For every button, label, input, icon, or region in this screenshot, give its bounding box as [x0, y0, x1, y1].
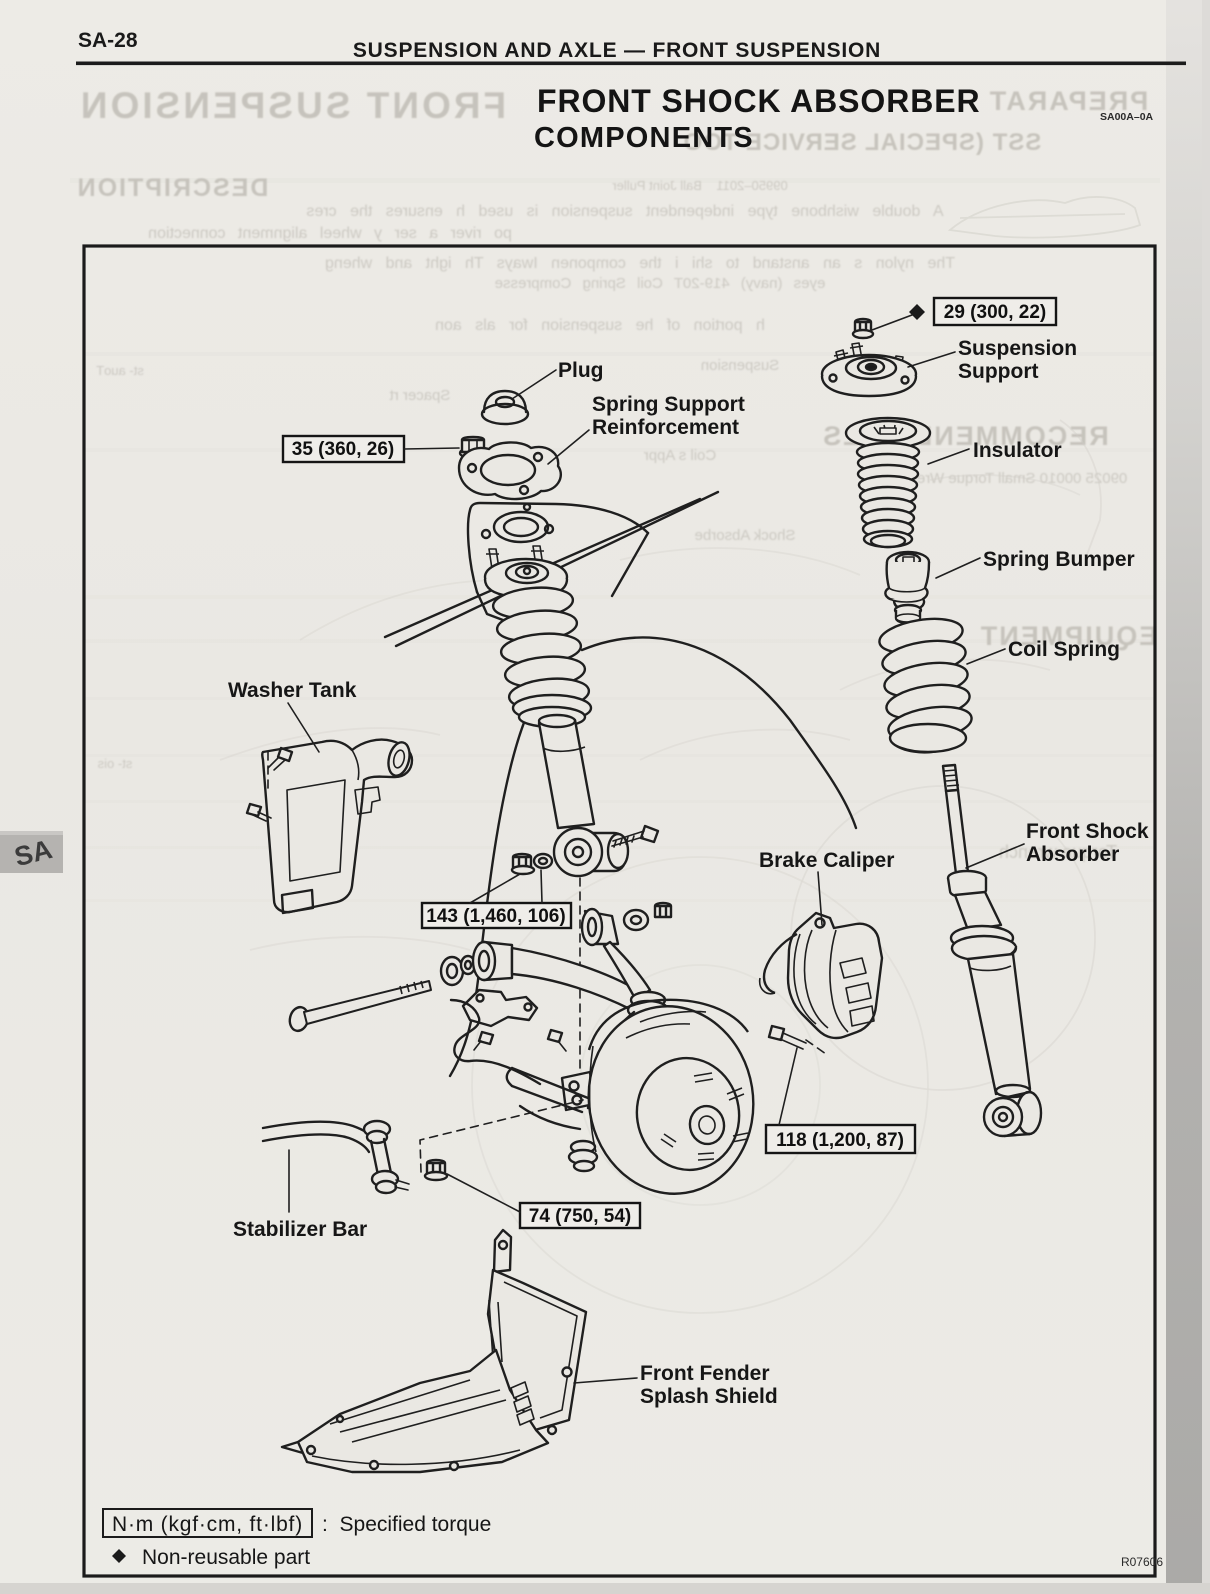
- svg-text:Insulator: Insulator: [973, 439, 1062, 462]
- svg-text:Front Shock: Front Shock: [1026, 820, 1149, 843]
- svg-text:DESCRIPTION: DESCRIPTION: [76, 174, 269, 202]
- svg-text:Torque wrench: Torque wrench: [999, 842, 1117, 862]
- svg-text:st- auoT: st- auoT: [96, 363, 144, 378]
- svg-text:29 (300, 22): 29 (300, 22): [944, 302, 1046, 323]
- svg-text:09950–2011 Ball Joint Pulle: 09950–2011 Ball Joint Puller: [612, 178, 788, 193]
- svg-text:: Specified torque: : Specified torque: [322, 1513, 491, 1536]
- svg-text:A double wishbone type indepen: A double wishbone type independent suspe…: [306, 203, 943, 220]
- svg-text:EQUIPMENT: EQUIPMENT: [979, 621, 1158, 651]
- svg-text:74 (750, 54): 74 (750, 54): [529, 1206, 631, 1227]
- svg-text:Support: Support: [958, 360, 1038, 383]
- svg-text:Coil s Appr: Coil s Appr: [644, 447, 717, 464]
- svg-text:R07606: R07606: [1121, 1555, 1163, 1569]
- svg-text:Splash Shield: Splash Shield: [640, 1385, 778, 1408]
- svg-text:118 (1,200, 87): 118 (1,200, 87): [776, 1130, 904, 1151]
- svg-text:Absorber: Absorber: [1026, 843, 1119, 866]
- svg-text:SUSPENSION AND AXLE — FRONT SU: SUSPENSION AND AXLE — FRONT SUSPENSION: [353, 39, 881, 62]
- svg-text:h portion of he suspension: h portion of he suspension for als aon: [435, 317, 765, 334]
- svg-text:Non-reusable part: Non-reusable part: [142, 1546, 310, 1569]
- svg-text:Washer Tank: Washer Tank: [228, 679, 357, 702]
- svg-text:st- ois: st- ois: [97, 756, 132, 771]
- svg-text:143 (1,460, 106): 143 (1,460, 106): [426, 906, 565, 927]
- svg-text:Shock Absorbe: Shock Absorbe: [695, 527, 796, 544]
- svg-text:FRONT SHOCK ABSORBER: FRONT SHOCK ABSORBER: [537, 83, 980, 119]
- svg-text:Spring Bumper: Spring Bumper: [983, 548, 1135, 571]
- svg-text:SA00A–0A: SA00A–0A: [1100, 111, 1154, 123]
- svg-text:PREPARAT: PREPARAT: [988, 86, 1149, 116]
- svg-text:Stabilizer Bar: Stabilizer Bar: [233, 1218, 367, 1241]
- svg-text:eyes (navy) 419-20T Coil Spri: eyes (navy) 419-20T Coil Spring Compress…: [495, 275, 826, 292]
- svg-text:Brake Caliper: Brake Caliper: [759, 849, 894, 872]
- svg-text:Suspension: Suspension: [701, 357, 779, 374]
- svg-text:FRONT SUSPENSION: FRONT SUSPENSION: [78, 85, 506, 126]
- svg-text:N·m (kgf·cm, ft·lbf): N·m (kgf·cm, ft·lbf): [112, 1513, 303, 1536]
- svg-text:35 (360, 26): 35 (360, 26): [292, 439, 394, 460]
- svg-text:Front Fender: Front Fender: [640, 1362, 770, 1385]
- svg-text:SST (SPECIAL SERVICE TOO: SST (SPECIAL SERVICE TOO: [683, 129, 1042, 156]
- svg-text:09025 00010 Small Torque W: 09025 00010 Small Torque Wrench: [893, 470, 1128, 487]
- svg-text:Spacer rt: Spacer rt: [389, 387, 451, 404]
- svg-text:The nylon s an anstand to: The nylon s an anstand to shi i the comp…: [325, 255, 955, 272]
- svg-text:SA-28: SA-28: [78, 29, 138, 52]
- svg-text:po river a ser y wheel alignme: po river a ser y wheel alignment connect…: [148, 225, 512, 242]
- svg-text:Spring Support: Spring Support: [592, 393, 745, 416]
- svg-text:Coil Spring: Coil Spring: [1008, 638, 1120, 661]
- svg-text:Plug: Plug: [558, 359, 604, 382]
- svg-text:COMPONENTS: COMPONENTS: [534, 122, 754, 154]
- svg-text:Suspension: Suspension: [958, 337, 1077, 360]
- svg-text:Reinforcement: Reinforcement: [592, 416, 739, 439]
